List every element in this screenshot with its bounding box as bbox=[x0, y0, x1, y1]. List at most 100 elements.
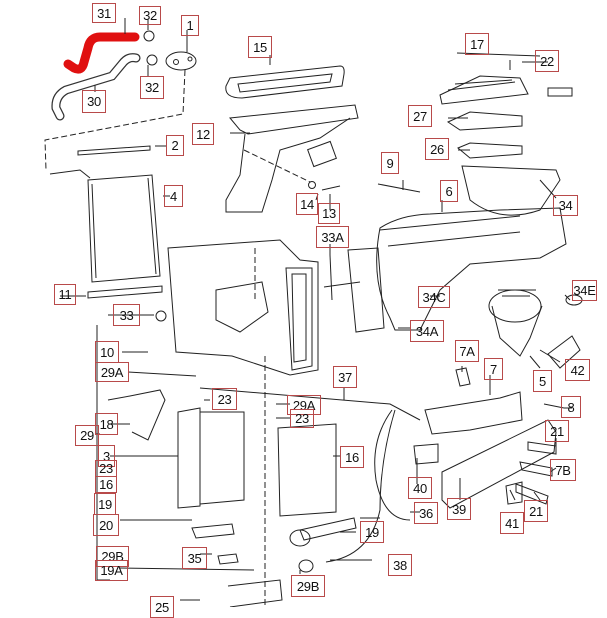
label-34C[interactable]: 34C bbox=[418, 286, 450, 308]
heater-core-4 bbox=[87, 174, 161, 283]
label-12[interactable]: 12 bbox=[192, 123, 214, 145]
washer-14 bbox=[308, 181, 316, 189]
clip-35 bbox=[217, 553, 239, 565]
label-29A[interactable]: 29A bbox=[95, 362, 129, 382]
label-32[interactable]: 32 bbox=[140, 76, 164, 99]
seal-15 bbox=[225, 65, 345, 99]
label-7B[interactable]: 7B bbox=[550, 459, 576, 481]
label-42[interactable]: 42 bbox=[565, 359, 590, 381]
duct-12 bbox=[229, 104, 359, 135]
housing-6 bbox=[461, 165, 561, 216]
grille-17 bbox=[439, 75, 529, 105]
cable-38 bbox=[325, 409, 396, 563]
label-14[interactable]: 14 bbox=[296, 193, 318, 215]
label-11[interactable]: 11 bbox=[54, 284, 76, 305]
cable-37 bbox=[199, 387, 421, 421]
label-30[interactable]: 30 bbox=[82, 90, 106, 113]
label-27[interactable]: 27 bbox=[408, 105, 432, 127]
seal-2 bbox=[77, 145, 151, 156]
label-19A[interactable]: 19A bbox=[95, 560, 128, 581]
lever-20 bbox=[191, 523, 235, 539]
label-4[interactable]: 4 bbox=[164, 185, 183, 207]
label-1[interactable]: 1 bbox=[181, 15, 199, 36]
label-23[interactable]: 23 bbox=[212, 388, 237, 410]
clip-7B bbox=[519, 461, 553, 477]
label-8[interactable]: 8 bbox=[561, 396, 581, 418]
clip-7A bbox=[455, 367, 471, 387]
label-35[interactable]: 35 bbox=[182, 547, 207, 569]
flap-16 bbox=[277, 423, 337, 517]
label-21[interactable]: 21 bbox=[545, 420, 569, 442]
bracket-25 bbox=[227, 579, 283, 607]
label-20[interactable]: 20 bbox=[93, 514, 119, 536]
label-29B[interactable]: 29B bbox=[291, 575, 325, 597]
clamp-32-lower bbox=[146, 54, 158, 66]
label-31[interactable]: 31 bbox=[92, 3, 116, 23]
blower-motor-5 bbox=[488, 289, 542, 323]
label-29[interactable]: 29 bbox=[75, 425, 99, 446]
label-2[interactable]: 2 bbox=[166, 135, 184, 156]
clip-22 bbox=[547, 87, 573, 97]
flap-3 bbox=[177, 407, 201, 509]
control-panel-39 bbox=[441, 419, 557, 509]
label-34A[interactable]: 34A bbox=[410, 320, 444, 342]
label-29B[interactable]: 29B bbox=[96, 546, 129, 567]
label-19[interactable]: 19 bbox=[360, 521, 384, 543]
ring-29B bbox=[298, 559, 314, 573]
label-16[interactable]: 16 bbox=[340, 446, 364, 468]
label-34[interactable]: 34 bbox=[553, 195, 578, 216]
stud-9 bbox=[377, 183, 421, 193]
hose-31-highlighted[interactable] bbox=[63, 32, 140, 74]
label-7[interactable]: 7 bbox=[484, 358, 503, 380]
label-23[interactable]: 23 bbox=[95, 460, 117, 477]
screw-13 bbox=[321, 185, 341, 191]
label-3[interactable]: 3 bbox=[98, 445, 115, 467]
cable-36 bbox=[374, 409, 411, 521]
nut-33 bbox=[155, 310, 167, 322]
knob-41 bbox=[505, 481, 523, 505]
label-10[interactable]: 10 bbox=[95, 341, 119, 363]
label-23[interactable]: 23 bbox=[290, 409, 314, 428]
control-unit-7 bbox=[424, 391, 523, 435]
seal-26 bbox=[457, 142, 523, 159]
label-9[interactable]: 9 bbox=[381, 152, 399, 174]
heater-box bbox=[167, 239, 319, 376]
label-5[interactable]: 5 bbox=[533, 370, 552, 392]
switch-40 bbox=[413, 443, 439, 465]
seal-11 bbox=[87, 285, 163, 299]
label-38[interactable]: 38 bbox=[388, 554, 412, 576]
knob-21-lower bbox=[515, 483, 549, 505]
lever-19 bbox=[299, 517, 357, 541]
label-34E[interactable]: 34E bbox=[572, 280, 597, 301]
label-17[interactable]: 17 bbox=[465, 33, 489, 55]
label-15[interactable]: 15 bbox=[248, 36, 272, 58]
label-40[interactable]: 40 bbox=[408, 477, 432, 499]
label-19[interactable]: 19 bbox=[94, 493, 116, 515]
label-32[interactable]: 32 bbox=[139, 6, 161, 25]
label-33A[interactable]: 33A bbox=[316, 226, 349, 248]
resistor-42 bbox=[547, 335, 581, 369]
knob-21-upper bbox=[527, 441, 557, 455]
label-13[interactable]: 13 bbox=[318, 203, 340, 224]
lever-18 bbox=[107, 389, 166, 441]
label-39[interactable]: 39 bbox=[447, 498, 471, 520]
label-6[interactable]: 6 bbox=[440, 180, 458, 202]
label-36[interactable]: 36 bbox=[414, 502, 438, 524]
label-41[interactable]: 41 bbox=[500, 512, 524, 534]
label-22[interactable]: 22 bbox=[535, 50, 559, 72]
clamp-32-upper bbox=[143, 30, 155, 42]
label-16[interactable]: 16 bbox=[95, 476, 117, 493]
bolt-33A bbox=[329, 254, 333, 301]
seal-27 bbox=[446, 111, 523, 131]
label-29A[interactable]: 29A bbox=[287, 395, 321, 415]
label-37[interactable]: 37 bbox=[333, 366, 357, 388]
label-25[interactable]: 25 bbox=[150, 596, 174, 618]
label-21[interactable]: 21 bbox=[524, 500, 548, 522]
grommet-1 bbox=[165, 51, 197, 71]
label-33[interactable]: 33 bbox=[113, 304, 140, 326]
label-26[interactable]: 26 bbox=[425, 138, 449, 160]
label-7A[interactable]: 7A bbox=[455, 340, 479, 362]
label-18[interactable]: 18 bbox=[95, 413, 118, 435]
